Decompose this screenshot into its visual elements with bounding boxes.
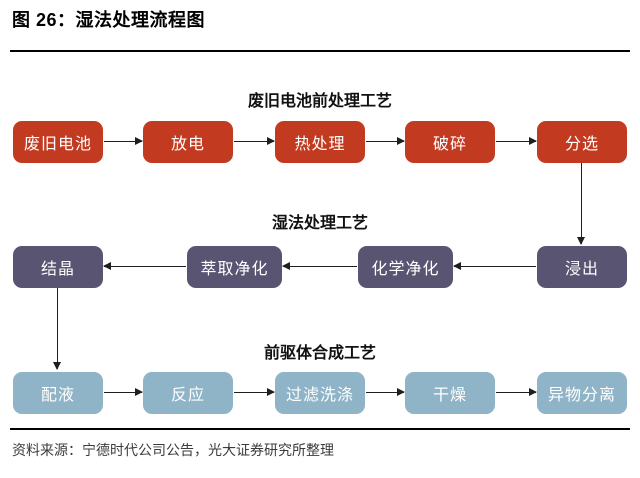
arrow-right-icon xyxy=(234,387,275,396)
box-solution-preparation: 配液 xyxy=(13,372,103,414)
box-chemical-purification: 化学净化 xyxy=(358,246,453,288)
title-divider xyxy=(10,50,630,52)
box-sorting: 分选 xyxy=(537,121,627,163)
box-drying: 干燥 xyxy=(405,372,495,414)
arrow-right-icon xyxy=(234,136,275,145)
stage-header-precursor-synthesis: 前驱体合成工艺 xyxy=(263,345,376,362)
arrow-left-icon xyxy=(103,261,186,270)
figure-title: 图 26：湿法处理流程图 xyxy=(12,10,206,30)
arrow-right-icon xyxy=(366,136,405,145)
box-extraction-purification: 萃取净化 xyxy=(187,246,282,288)
arrow-left-icon xyxy=(282,261,357,270)
box-reaction: 反应 xyxy=(143,372,233,414)
arrow-right-icon xyxy=(104,387,143,396)
box-discharge: 放电 xyxy=(143,121,233,163)
box-filter-washing: 过滤洗涤 xyxy=(275,372,365,414)
source-note: 资料来源：宁德时代公司公告，光大证券研究所整理 xyxy=(12,442,334,458)
box-crystallization: 结晶 xyxy=(13,246,103,288)
box-waste-battery: 废旧电池 xyxy=(13,121,103,163)
box-leaching: 浸出 xyxy=(537,246,627,288)
box-heat-treatment: 热处理 xyxy=(275,121,365,163)
arrow-right-icon xyxy=(496,387,537,396)
arrow-down-icon xyxy=(52,288,61,370)
arrow-down-icon xyxy=(576,163,585,245)
box-crushing: 破碎 xyxy=(405,121,495,163)
arrow-right-icon xyxy=(104,136,143,145)
box-foreign-matter-separation: 异物分离 xyxy=(537,372,627,414)
stage-header-wet-process: 湿法处理工艺 xyxy=(271,215,368,232)
arrow-right-icon xyxy=(496,136,537,145)
stage-header-pretreatment: 废旧电池前处理工艺 xyxy=(247,93,392,110)
arrow-right-icon xyxy=(366,387,405,396)
arrow-left-icon xyxy=(453,261,536,270)
source-divider xyxy=(10,428,630,430)
